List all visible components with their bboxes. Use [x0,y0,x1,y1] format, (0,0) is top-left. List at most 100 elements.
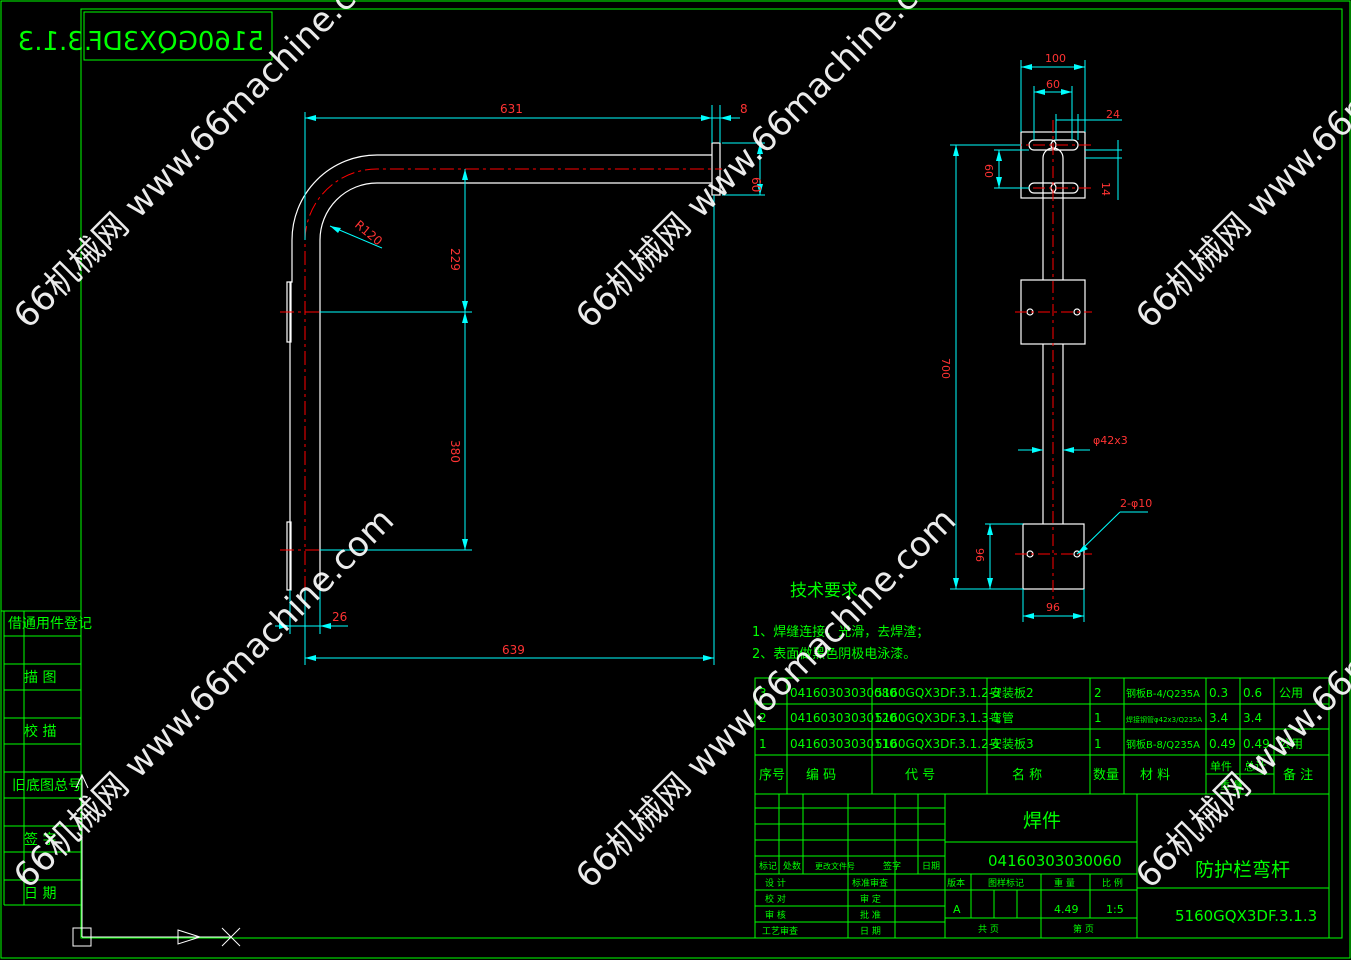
bom-rows: 3 04160303030080 5160GQX3DF.3.1.2-3 安装板2… [759,685,1303,751]
dim-60-top: 60 [1046,78,1060,91]
bom-header-weight: 重 量 [1220,779,1243,792]
dim-96-bottom: 96 [1046,601,1060,614]
bom-cell-code: 04160303030080 [790,686,897,700]
sign-approve: 批 准 [860,909,881,921]
dim-14: 14 [1099,182,1112,196]
title-weight: 4.49 [1054,903,1079,916]
bom-cell-drawing: 5160GQX3DF.3.1.2-3 [875,686,1001,700]
bom-header-remark: 备 注 [1283,767,1313,783]
left-strip [4,635,81,906]
dim-26: 26 [332,610,347,624]
sign-design: 设 计 [765,877,786,889]
sheets-current: 第 页 [1073,923,1094,935]
bom-cell-qty: 1 [1094,737,1102,751]
bom-header-code: 编 码 [806,768,836,783]
bom-cell-remark: 公用 [1279,686,1303,700]
bom-cell-total-wt: 3.4 [1243,711,1262,725]
bom-cell-total-wt: 0.6 [1243,686,1262,700]
rev-header-mark: 标记 [759,860,777,872]
bom-row: 3 04160303030080 5160GQX3DF.3.1.2-3 安装板2… [759,685,1303,700]
sign-audit: 审 定 [860,893,881,905]
title-mark: A [953,903,961,916]
side-dimension-texts: 100 60 24 60 14 700 φ42x3 2-φ10 96 96 [939,52,1152,614]
tech-line-1: 1、焊缝连接，光滑，去焊渣； [752,624,929,640]
sign-standard: 标准审查 [852,877,888,889]
bom-cell-qty: 1 [1094,711,1102,725]
sheets-total: 共 页 [978,924,999,935]
watermarks: 66机械网 www.66machine.com 66机械网 www.66mach… [6,0,1351,896]
meta-header-mark: 图样标记 [988,877,1024,889]
bom-cell-name: 安装板2 [990,685,1034,700]
meta-header-scale: 比 例 [1102,877,1123,889]
bom-headers: 序号 编 码 代 号 名 称 数量 材 料 单件 总计 重 量 备 注 [759,759,1313,792]
bom-header-drawing: 代 号 [905,768,935,783]
dim-100: 100 [1045,52,1066,65]
watermark: 66机械网 www.66machine.com [1128,0,1351,336]
ucs-icon [72,773,241,947]
left-strip-labels: 借通用件登记 描 图 校 描 旧底图总号 签 字 日 期 [8,616,92,902]
bom-cell-material: 钢板B-8/Q235A [1126,738,1200,751]
bom-cell-unit-wt: 0.49 [1209,737,1236,751]
bom-cell-no: 2 [759,711,767,725]
strip-label-3: 校 描 [24,723,56,740]
title-scale: 1:5 [1106,903,1124,916]
title-block-lines [754,793,1330,939]
bom-header-material: 材 料 [1140,768,1170,783]
bom-cell-qty: 2 [1094,686,1102,700]
strip-label-2: 描 图 [24,670,56,686]
bom-cell-total-wt: 0.49 [1243,737,1270,751]
meta-header-weight: 重 量 [1054,877,1075,889]
dim-229: 229 [448,248,462,271]
meta-header-version: 版本 [947,877,965,889]
title-drawing-no: 5160GQX3DF.3.1.3 [1175,907,1317,925]
tech-requirements: 技术要求 1、焊缝连接，光滑，去焊渣； 2、表面做黑色阴极电泳漆。 [752,581,929,662]
front-dimension-arrows [279,115,763,661]
rev-header-file: 更改文件号 [815,861,855,871]
bom-cell-no: 3 [759,686,767,700]
bom-cell-material: 钢板B-4/Q235A [1126,687,1200,700]
bom-cell-unit-wt: 0.3 [1209,686,1228,700]
bom-cell-code: 04160303030120 [790,711,897,725]
tech-line-2: 2、表面做黑色阴极电泳漆。 [752,646,916,662]
bom-header-qty: 数量 [1093,768,1119,783]
bom-cell-drawing: 5160GQX3DF.3.1.3-1 [875,711,1001,725]
bom-header-total: 总计 [1244,759,1266,773]
sign-review: 审 核 [765,909,786,921]
title-part-name: 防护栏弯杆 [1195,859,1290,881]
dim-96-side: 96 [973,548,986,562]
sign-check: 校 对 [765,893,786,905]
sign-date: 日 期 [860,926,881,937]
bom-cell-name: 安装板3 [990,736,1034,751]
rev-header-date: 日期 [922,861,940,872]
dim-380: 380 [448,440,462,463]
dim-631: 631 [500,102,523,116]
bom-header-name: 名 称 [1012,767,1042,783]
watermark: 66机械网 www.66machine.com [6,500,402,896]
dim-60-side: 60 [982,164,995,178]
dim-phi42: φ42x3 [1093,434,1128,447]
dim-60-flange: 60 [749,177,763,192]
strip-label-4: 旧底图总号 [12,778,82,794]
rev-header-count: 处数 [783,860,801,872]
strip-label-5: 签 字 [24,831,56,848]
front-dimension-lines [275,105,765,665]
strip-label-6: 日 期 [24,886,56,902]
rev-header-sign: 签字 [883,860,901,872]
strip-label-1: 借通用件登记 [8,616,92,632]
bom-cell-no: 1 [759,737,767,751]
bom-header-no: 序号 [759,768,785,783]
watermark: 66机械网 www.66machine.com [568,0,964,336]
bom-row: 1 04160303030110 5160GQX3DF.3.1.2-1 安装板3… [759,736,1303,751]
bom-cell-drawing: 5160GQX3DF.3.1.2-1 [875,737,1001,751]
bom-row: 2 04160303030120 5160GQX3DF.3.1.3-1 弯管 1… [759,710,1262,725]
side-centerlines [1010,120,1095,600]
bom-table-lines [754,677,1330,795]
mirrored-code-box: 5160GQX3DF.3.1.3 [18,11,273,61]
dim-2phi10: 2-φ10 [1120,497,1152,510]
sign-process: 工艺审查 [762,925,798,937]
dim-700: 700 [939,358,952,379]
title-type: 焊件 [1023,810,1061,832]
bom-header-unit: 单件 [1210,760,1232,773]
bom-cell-material: 焊接钢管φ42x3/Q235A [1126,715,1202,724]
